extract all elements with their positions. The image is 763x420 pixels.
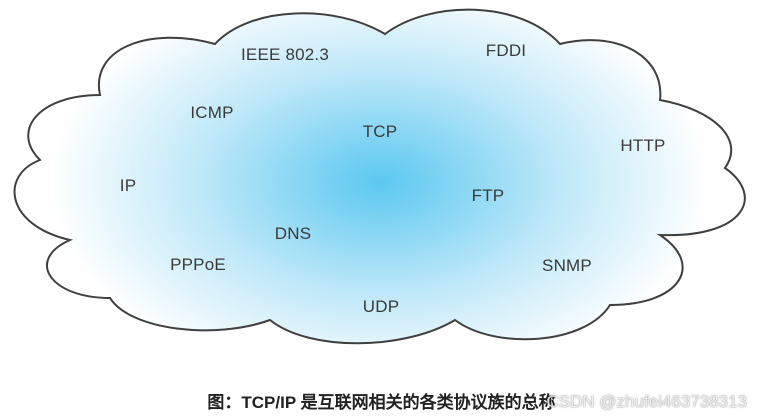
protocol-ftp: FTP xyxy=(471,186,505,205)
protocol-fddi: FDDI xyxy=(485,41,527,60)
protocol-snmp: SNMP xyxy=(542,256,592,275)
watermark: CSDN @zhufei463738313 xyxy=(546,392,747,411)
protocol-tcp: TCP xyxy=(362,122,398,141)
figure-caption: 图：TCP/IP 是互联网相关的各类协议族的总称 xyxy=(207,393,556,412)
cloud-outline xyxy=(13,8,746,345)
protocol-dns: DNS xyxy=(274,224,312,243)
protocol-ip: IP xyxy=(119,176,137,195)
protocol-pppoe: PPPoE xyxy=(170,255,226,274)
protocol-udp: UDP xyxy=(362,297,400,316)
protocol-http: HTTP xyxy=(620,136,666,155)
protocol-icmp: ICMP xyxy=(190,103,234,122)
protocol-ieee-802-3: IEEE 802.3 xyxy=(240,45,330,64)
